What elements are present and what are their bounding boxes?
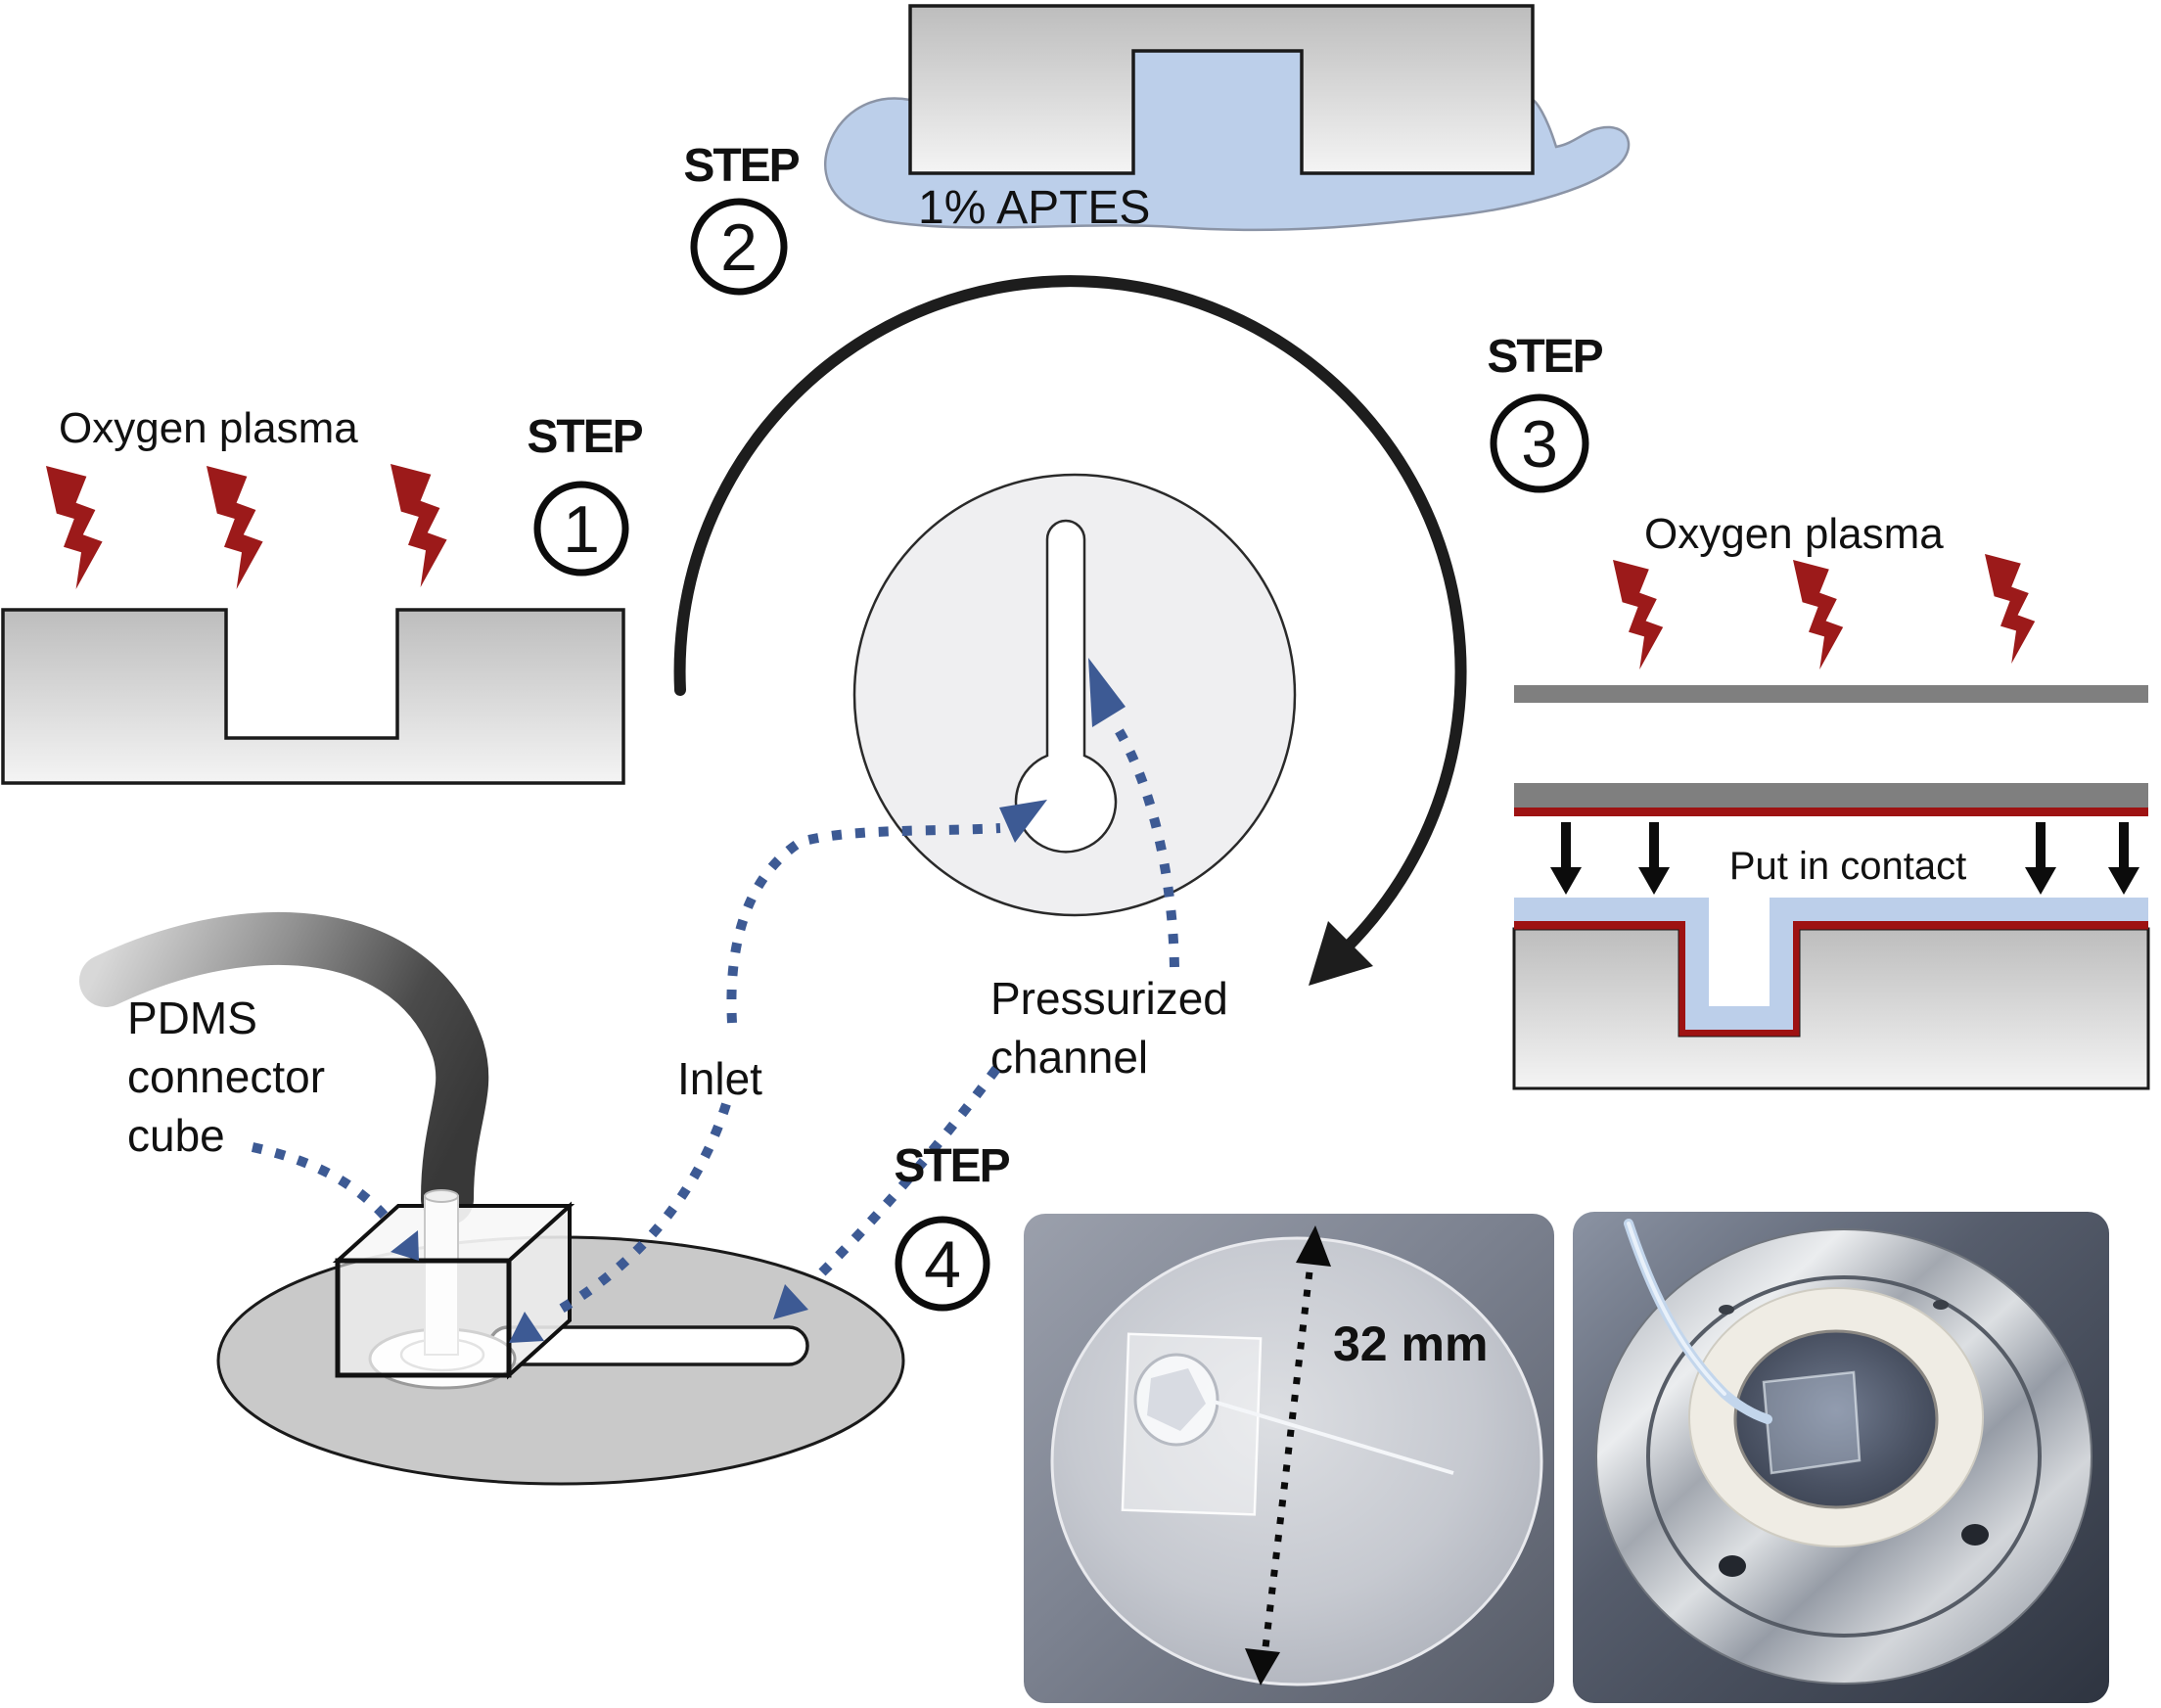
pointer-arrowhead [999,800,1047,843]
label-oxygen-plasma-right: Oxygen plasma [1644,510,1944,558]
label-pdms-2: connector [127,1051,325,1102]
photo-device-in-holder [1573,1212,2109,1703]
dashed-pointer-icon [816,1066,1001,1278]
glass-slide-activated [1514,783,2148,808]
label-oxygen-plasma-left: Oxygen plasma [59,404,358,452]
dashed-pointer-icon [726,823,1001,1024]
label-pdms-3: cube [127,1110,225,1161]
pointer-arrowhead [509,1312,544,1343]
activated-surface-layer [1514,920,2148,1037]
step-4-badge [895,1216,990,1312]
cube-front-face [335,1258,512,1378]
step-3-badge [1490,393,1589,493]
lightning-bolt-icon [46,466,103,589]
bolt-hole [1961,1524,1989,1546]
step-3-number: 3 [1521,407,1558,482]
step-3-section: STEP 3 Oxygen plasma Put in contact [1487,331,2150,1090]
pdms-mold-cross-section [1,608,625,785]
step-4-section: STEP 4 32 mm [894,1140,2109,1703]
activated-surface-layer [1514,808,2148,816]
lightning-bolt-icon [391,464,447,587]
label-aptes: 1% APTES [918,182,1150,234]
lightning-bolt-icon [1985,554,2036,664]
pointer-arrowhead [773,1284,808,1319]
dashed-pointer-icon [251,1142,393,1225]
step-4-label: STEP [894,1140,1009,1192]
label-pressurized-1: Pressurized [990,973,1228,1024]
glass-slide [1514,685,2148,703]
measure-arrow-icon [1245,1225,1331,1685]
device-top-view [852,473,1297,917]
label-diameter: 32 mm [1333,1316,1488,1371]
pdms-cube-illustration [79,912,905,1486]
step-2-badge [690,198,788,296]
step-1-badge [533,481,629,577]
step-1-number: 1 [563,492,600,567]
label-pdms-1: PDMS [127,992,257,1043]
label-put-in-contact: Put in contact [1729,845,1966,888]
lightning-bolt-icon [1613,560,1664,669]
lightning-bolt-icon [207,466,263,589]
channel-line [1213,1400,1454,1475]
bonding-arrows [1550,822,2139,895]
annotations: Pressurized channel Inlet PDMS connector… [127,658,1228,1343]
label-pressurized-2: channel [990,1032,1148,1083]
dashed-pointer-icon [557,1102,731,1315]
aptes-coating-layer [1514,898,2148,1030]
step-3-label: STEP [1487,331,1602,383]
step-2-number: 2 [720,210,758,285]
tubing [79,912,489,1225]
pdms-mold-floating [908,4,1535,175]
mold-with-coatings [1512,898,2150,1090]
step-4-number: 4 [924,1227,961,1302]
bolt-hole [1719,1555,1746,1577]
lightning-bolt-icon [1793,560,1844,669]
process-cycle-arrow-icon [673,275,1467,986]
step-1-section: Oxygen plasma STEP 1 [1,404,645,785]
step-2-label: STEP [683,140,799,192]
step-2-section: 1% APTES STEP 2 [683,4,1631,296]
glass-cube [1762,1370,1862,1475]
aptes-filled-channel [1133,51,1302,173]
holder-cavity [1733,1329,1939,1509]
photo-device-on-disc: 32 mm [1024,1214,1554,1703]
pointer-arrowhead [391,1230,419,1261]
glass-disc [1050,1236,1543,1686]
label-inlet: Inlet [677,1053,762,1104]
pointer-arrowhead [1088,658,1126,727]
step-1-label: STEP [527,411,642,463]
